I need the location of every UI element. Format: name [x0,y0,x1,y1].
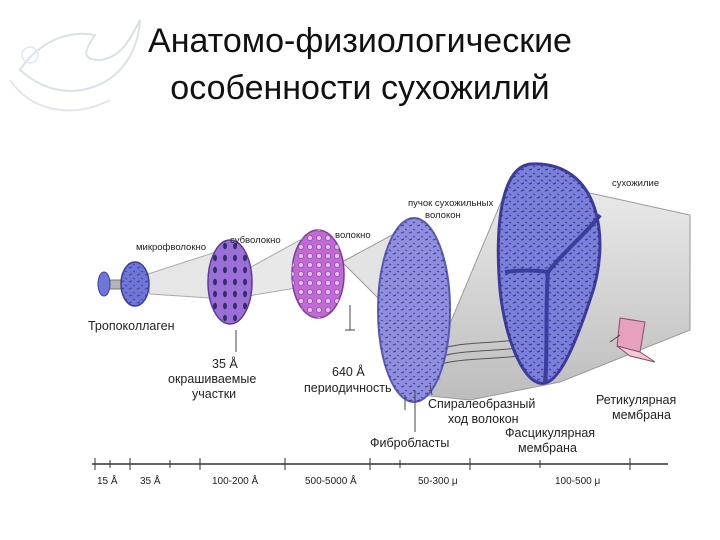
scale-tick-label: 35 Å [140,474,161,487]
dove-watermark-logo [9,19,141,112]
label-fibril: волокно [335,230,371,241]
label-fascicular-line1: Фасцикулярная [505,426,595,440]
pointer-lines [235,305,621,432]
label-tropocollagen: Тропоколлаген [88,319,175,333]
title-line-2: особенности сухожилий [170,69,550,107]
label-period-value: 640 Å [332,364,365,379]
label-reticular-line2: мембрана [612,408,671,422]
scale-tick-label: 500-5000 Å [305,474,357,487]
label-stained-text2: участки [192,387,236,401]
size-scale-bar: 15 Å 35 Å 100-200 Å 500-5000 Å 50-300 μ … [92,458,668,487]
label-period-text: периодичность [304,381,391,395]
label-tendon: сухожилие [612,178,659,189]
subfibril-disk [207,239,253,325]
scale-tick-label: 100-500 μ [555,476,600,487]
fibril-disk [291,229,345,319]
label-bundle-line1: пучок сухожильных [408,198,493,209]
label-stained-text1: окрашиваемые [168,372,256,386]
label-fascicular-line2: мембрана [518,441,577,455]
title-line-1: Анатомо-физиологические [148,22,572,60]
scale-tick-label: 50-300 μ [418,476,458,487]
label-reticular-line1: Ретикулярная [596,393,676,407]
label-stained-value: 35 Å [212,356,238,371]
slide-title: Анатомо-физиологические особенности сухо… [0,18,720,112]
label-spiral-line2: ход волокон [448,412,519,426]
label-fibroblasts: Фибробласты [370,436,449,450]
scale-tick-label: 100-200 Å [212,474,258,487]
label-bundle-line2: волокон [425,210,461,221]
tendon-cross-section [496,162,602,385]
label-spiral-line1: Спиралеобразный [428,397,535,411]
label-subfibril: субволокно [230,235,281,246]
label-microfibril: микрофволокно [136,242,206,253]
fiber-bundle-disk [377,217,451,403]
microfibril-disk [120,261,150,307]
scale-tick-label: 15 Å [97,474,118,487]
